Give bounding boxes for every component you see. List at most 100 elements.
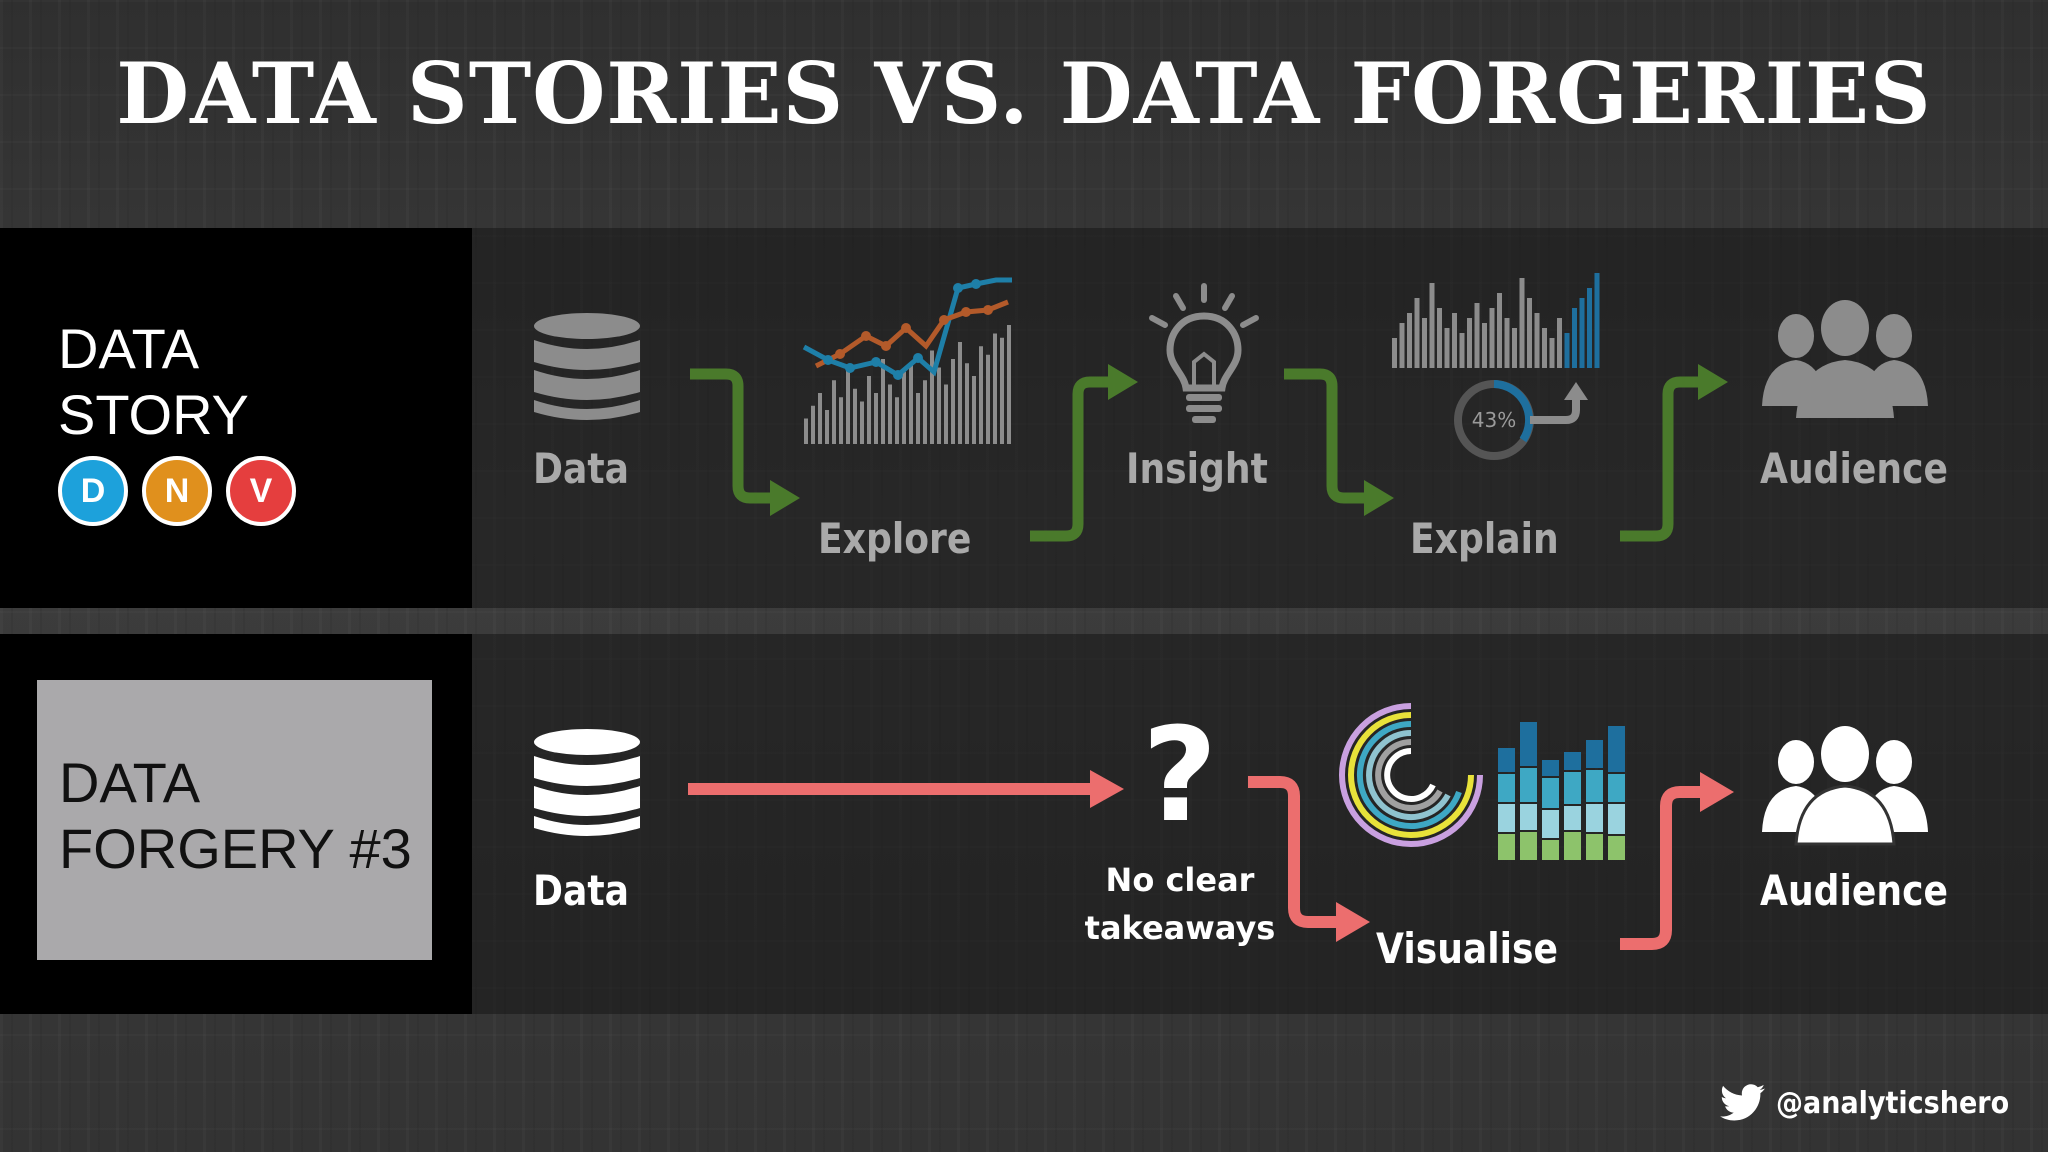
percent-43-label: 43% <box>1471 408 1517 432</box>
audience-icon <box>1762 300 1928 418</box>
badge-v: V <box>226 456 296 526</box>
database-icon <box>534 729 640 836</box>
icon-bar <box>1534 313 1540 368</box>
flow-arrow <box>1284 368 1394 516</box>
icon-bar <box>965 363 969 444</box>
step-explore-label: Explore <box>818 514 972 563</box>
icon-bar <box>853 388 857 444</box>
icon-bar <box>1459 333 1465 368</box>
badge-n: N <box>142 456 212 526</box>
icon-bar <box>1498 834 1515 860</box>
icon-bar <box>1564 333 1570 368</box>
flow-arrow <box>1620 772 1734 950</box>
icon-bar <box>1444 328 1450 368</box>
question-mark-icon: ? <box>1142 699 1218 851</box>
icon-bar <box>811 405 815 444</box>
step-audience-label: Audience <box>1760 866 1949 915</box>
icon-bar <box>860 401 864 444</box>
icon-bar <box>1586 834 1603 860</box>
label-line: DATA <box>59 751 201 814</box>
flow-arrow <box>1030 364 1138 542</box>
icon-bar <box>944 384 948 444</box>
icon-bar <box>1498 774 1515 802</box>
icon-bar <box>951 359 955 444</box>
icon-bar <box>1542 810 1559 838</box>
label-line: DATA <box>58 317 200 380</box>
step-visualise-label: Visualise <box>1376 924 1559 973</box>
icon-bar <box>804 418 808 444</box>
icon-bar <box>1520 804 1537 830</box>
icon-bar <box>1520 768 1537 802</box>
icon-bar <box>1608 804 1625 834</box>
icon-bar <box>986 354 990 444</box>
icon-bar <box>1608 774 1625 802</box>
icon-bar <box>1542 840 1559 860</box>
radial-chart-icon <box>1339 703 1483 847</box>
icon-bar <box>972 376 976 444</box>
icon-bar <box>1564 752 1581 770</box>
data-story-label-box: DATA STORY D N V <box>0 228 472 608</box>
lightbulb-icon <box>1149 283 1259 423</box>
step-insight-label: Insight <box>1126 444 1268 493</box>
data-forgery-label-box: DATA FORGERY #3 <box>0 634 472 1014</box>
dnv-badges: D N V <box>58 456 296 526</box>
audience-icon <box>1762 726 1928 846</box>
icon-bar <box>1608 726 1625 772</box>
icon-bar <box>1542 328 1547 368</box>
icon-bar <box>1572 308 1577 368</box>
flow-arrow <box>690 368 800 516</box>
stacked-bar-icon <box>1498 722 1625 860</box>
icon-bar <box>930 350 934 444</box>
icon-bar <box>1527 298 1532 368</box>
explore-chart-icon <box>802 277 1012 444</box>
step-data-label: Data <box>533 444 629 493</box>
icon-bar <box>1542 778 1559 808</box>
icon-bar <box>916 393 920 444</box>
icon-bar <box>1482 323 1487 368</box>
icon-bar <box>1519 278 1525 368</box>
icon-bar <box>1498 748 1515 772</box>
data-story-label: DATA STORY <box>58 316 249 448</box>
icon-bar <box>909 363 913 444</box>
icon-bar <box>874 393 878 444</box>
icon-bar <box>839 397 843 444</box>
explain-chart-icon <box>1392 273 1600 368</box>
icon-bar <box>1437 308 1442 368</box>
icon-bar <box>902 371 906 444</box>
icon-bar <box>1579 298 1585 368</box>
icon-bar <box>1557 318 1562 368</box>
data-forgery-card: DATA FORGERY #3 <box>37 680 432 960</box>
flow-arrow <box>1248 776 1370 942</box>
data-story-row: DATA STORY D N V Data Explore <box>0 228 2048 608</box>
takeaway-line: takeaways <box>1084 909 1276 947</box>
icon-bar <box>1564 832 1581 860</box>
icon-bar <box>1549 338 1555 368</box>
icon-bar <box>1489 308 1495 368</box>
icon-bar <box>937 367 941 444</box>
icon-bar <box>867 376 871 444</box>
icon-bar <box>979 346 983 444</box>
takeaway-line: No clear <box>1105 861 1255 899</box>
icon-bar <box>818 393 822 444</box>
icon-bar <box>1467 318 1472 368</box>
page-title: DATA STORIES VS. DATA FORGERIES <box>116 44 1932 143</box>
database-icon <box>534 313 640 420</box>
icon-bar <box>1586 770 1603 802</box>
icon-bar <box>888 384 892 444</box>
icon-bar <box>1007 325 1011 444</box>
icon-bar <box>923 380 927 444</box>
icon-bar <box>1407 313 1412 368</box>
flow-arrow <box>1620 364 1728 542</box>
icon-bar <box>1586 740 1603 768</box>
icon-bar <box>1587 288 1592 368</box>
icon-bar <box>1594 273 1600 368</box>
icon-bar <box>1542 760 1559 776</box>
step-explain-label: Explain <box>1410 514 1559 563</box>
icon-bar <box>1422 318 1427 368</box>
twitter-handle[interactable]: @analyticshero <box>1720 1084 2035 1122</box>
icon-bar <box>825 410 829 444</box>
icon-bar <box>1586 804 1603 832</box>
icon-bar <box>1520 722 1537 766</box>
data-forgery-label: DATA FORGERY #3 <box>59 750 412 882</box>
flow-arrow <box>688 770 1124 808</box>
